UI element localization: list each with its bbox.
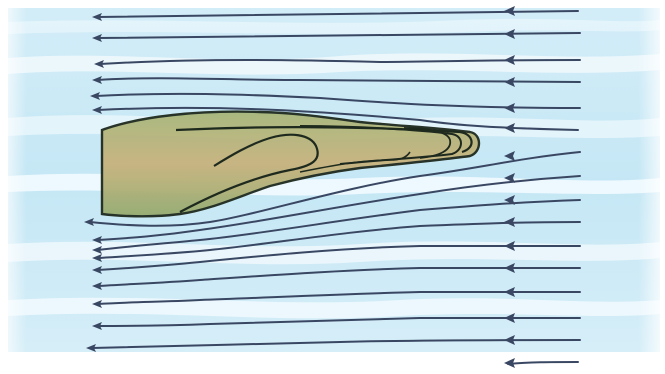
streamline-diagram-svg (0, 0, 665, 374)
flow-diagram (0, 0, 665, 374)
